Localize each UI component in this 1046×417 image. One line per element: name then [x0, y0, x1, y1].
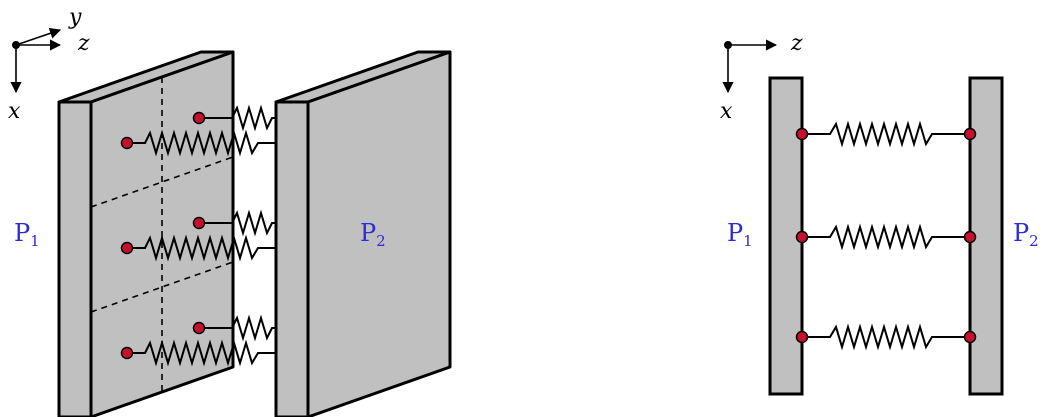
spring-back-middle — [192, 209, 276, 237]
left-springs-front — [120, 129, 276, 367]
right-spring-bottom — [795, 323, 977, 351]
spring-node — [120, 346, 134, 360]
right-coordinate-axes: z x — [720, 31, 803, 124]
left-plate-p2 — [274, 50, 452, 417]
left-p2-label: P2 — [360, 219, 386, 250]
plate-p2-front-face — [306, 50, 452, 417]
right-z-axis-label: z — [790, 31, 803, 56]
spring-node — [192, 321, 206, 335]
spring-node — [963, 330, 977, 344]
left-springs-back — [192, 104, 276, 342]
left-p1-label: P1 — [14, 219, 40, 250]
p1-dashed-lower — [90, 261, 234, 313]
right-x-axis-label: x — [720, 99, 733, 124]
right-p1-label: P1 — [727, 219, 753, 250]
spring-back-top — [192, 104, 276, 132]
plate-p2-side-face — [274, 100, 310, 417]
left-coordinate-axes: y z x — [8, 5, 90, 124]
spring-node — [795, 330, 809, 344]
spring-node — [795, 127, 809, 141]
spring-node — [795, 230, 809, 244]
p1-dashed-upper — [90, 156, 234, 208]
spring-node — [192, 216, 206, 230]
spring-node — [120, 241, 134, 255]
spring-node — [192, 111, 206, 125]
spring-node — [963, 127, 977, 141]
spring-front-bottom — [120, 339, 276, 367]
left-x-axis-label: x — [8, 99, 21, 124]
right-plate-p1 — [768, 76, 804, 396]
spring-back-bottom — [192, 314, 276, 342]
spring-front-middle — [120, 234, 276, 262]
right-spring-middle — [795, 223, 977, 251]
left-z-axis-label: z — [77, 31, 90, 56]
right-p2-label: P2 — [1013, 219, 1039, 250]
spring-node — [963, 230, 977, 244]
spring-front-top — [120, 129, 276, 157]
right-spring-top — [795, 120, 977, 148]
left-y-axis-label: y — [68, 5, 82, 30]
spring-node — [120, 136, 134, 150]
right-springs — [795, 120, 977, 351]
left-y-axis-arrow — [15, 27, 62, 46]
plate-p1-side-face — [57, 100, 93, 417]
left-plate-p1 — [57, 50, 235, 417]
